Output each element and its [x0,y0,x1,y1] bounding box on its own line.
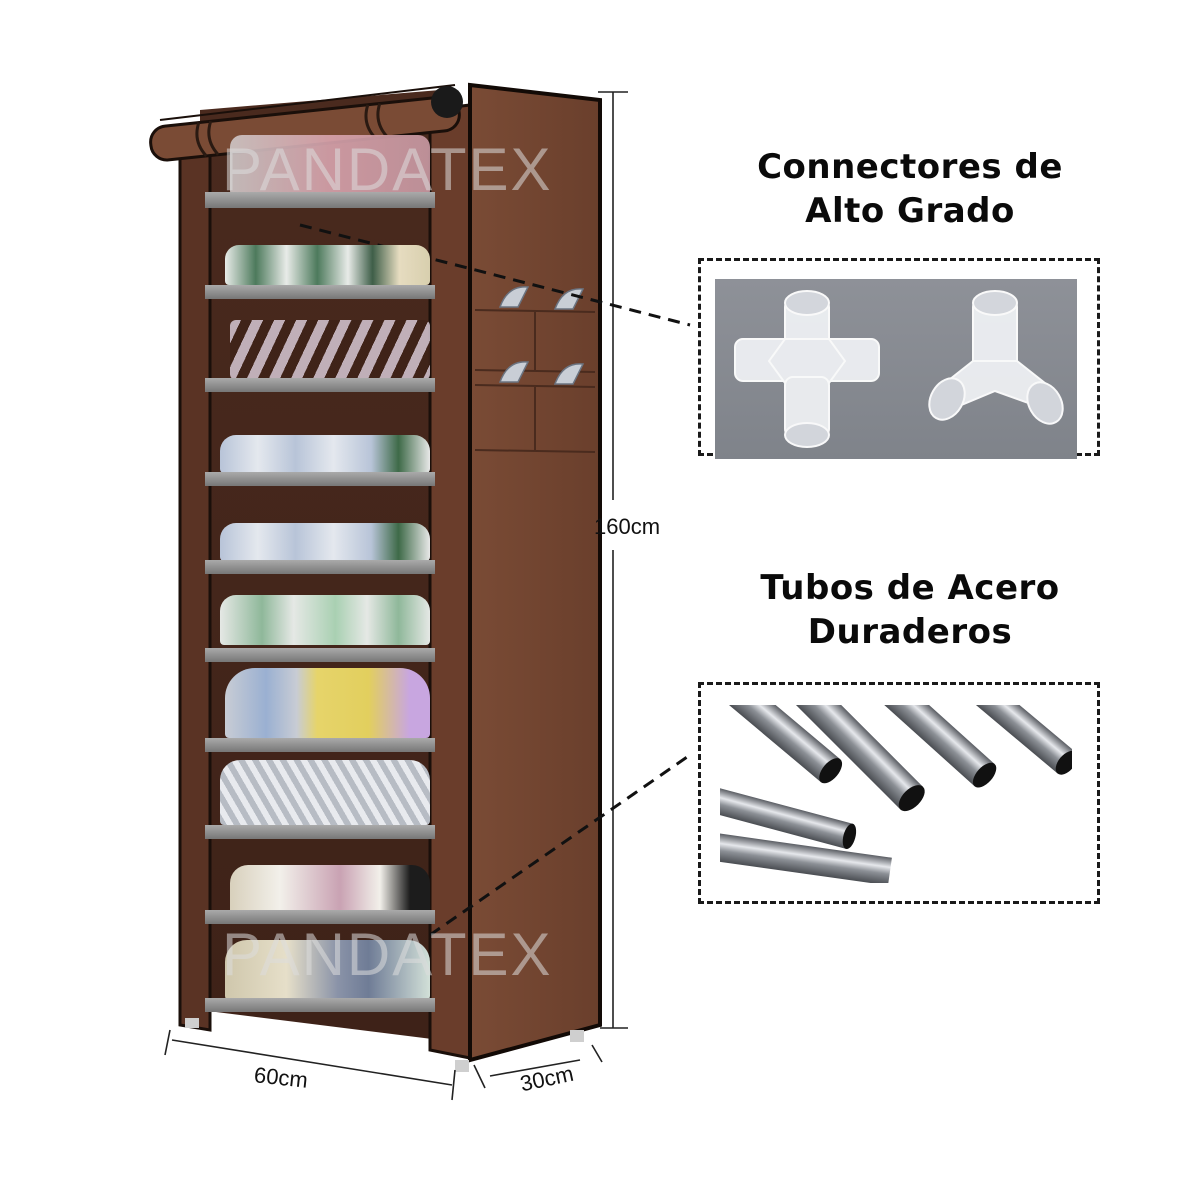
feature-title-connectors: Connectores de Alto Grado [700,145,1120,233]
shoes-row [220,760,430,825]
steel-tubes-image [720,705,1072,883]
dimension-lines [164,91,628,1101]
shoes-row [225,668,430,738]
shelf [205,560,435,574]
shoes-row [220,435,430,473]
connectors-image [715,279,1077,459]
shelf [205,472,435,486]
feature-title-line2: Alto Grado [805,191,1015,231]
shelf [205,910,435,924]
shelf [205,378,435,392]
shoes-row [225,940,430,1000]
shoes-row [230,135,430,195]
shelf [205,998,435,1012]
steel-tubes-icons [720,705,1072,883]
feature-title-line2: Duraderos [807,612,1013,652]
shoes-row [220,523,430,561]
plastic-connector-icons [734,290,1064,448]
feature-title-line1: Tubos de Acero [760,568,1060,608]
tubes-frame [698,682,1100,904]
leader-lines [299,223,691,937]
shelf [205,192,435,208]
feature-title-tubes: Tubos de Acero Duraderos [700,566,1120,654]
shoes-row [230,320,430,380]
shoes-row [230,865,430,915]
width-label: 60cm [252,1062,310,1093]
shoes-row [225,245,430,285]
shelf-stack [205,120,435,1020]
shelf [205,825,435,839]
height-label: 160cm [594,514,661,539]
shelf [205,648,435,662]
shelf [205,285,435,299]
shelf [205,738,435,752]
feature-title-line1: Connectores de [757,147,1063,187]
shoes-row [220,595,430,645]
